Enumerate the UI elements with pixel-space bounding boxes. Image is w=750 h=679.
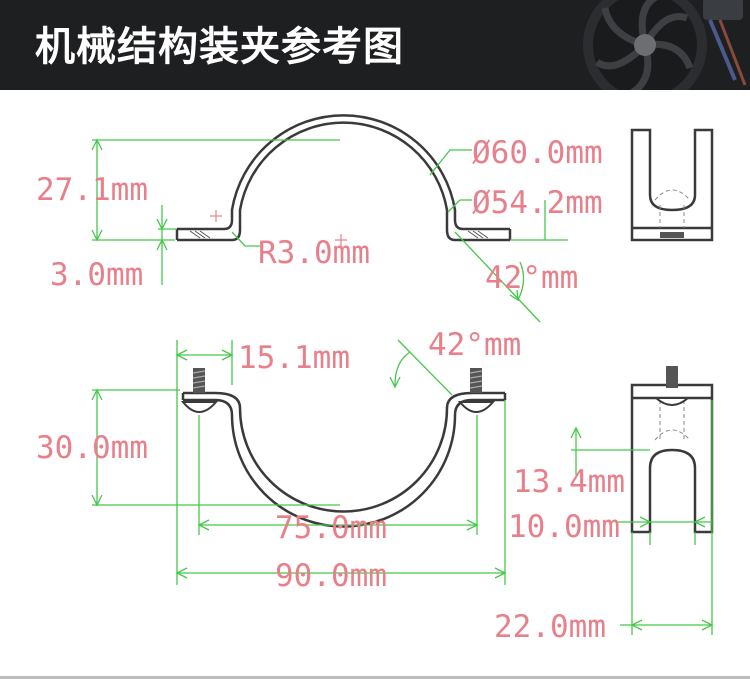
clamp-front-view bbox=[181, 391, 507, 528]
fan-motor-image bbox=[583, 0, 747, 90]
dim-thickness: 3.0mm bbox=[50, 257, 143, 293]
clamp-drawing: Ø60.0mm Ø54.2mm 27.1mm 3.0mm R3.0mm 42°m… bbox=[36, 114, 714, 645]
page-title: 机械结构装夹参考图 bbox=[35, 24, 404, 70]
dim-outer-diameter: Ø60.0mm bbox=[472, 135, 603, 171]
center-marks bbox=[210, 210, 347, 246]
flange-screws-top bbox=[189, 230, 489, 239]
clamp-top-view bbox=[175, 114, 512, 242]
dim-bend-radius: R3.0mm bbox=[258, 235, 370, 271]
dim-total-width: 90.0mm bbox=[275, 558, 387, 594]
dim-angle-top: 42°mm bbox=[485, 260, 578, 296]
side-view-bottom-hidden bbox=[654, 400, 691, 441]
dim-height-top: 27.1mm bbox=[36, 172, 148, 208]
dim-slot-width: 10.0mm bbox=[508, 509, 620, 545]
screw-left bbox=[180, 368, 219, 413]
side-screw-bottom bbox=[653, 366, 691, 406]
footer-divider bbox=[0, 676, 750, 679]
dim-inner-diameter: Ø54.2mm bbox=[472, 185, 603, 221]
side-view-bottom bbox=[630, 383, 714, 534]
side-view-top-hidden bbox=[654, 189, 691, 228]
dimension-lines bbox=[91, 138, 714, 635]
dim-slot-depth: 13.4mm bbox=[513, 464, 625, 500]
dim-side-width: 22.0mm bbox=[494, 609, 606, 645]
side-view-top bbox=[630, 128, 714, 242]
side-screw-top bbox=[660, 232, 684, 238]
dim-flange-offset: 15.1mm bbox=[238, 340, 350, 376]
dim-height-bottom: 30.0mm bbox=[36, 430, 148, 466]
header-banner: 机械结构装夹参考图 bbox=[0, 0, 750, 90]
dim-angle-bottom: 42°mm bbox=[428, 327, 521, 363]
screw-right bbox=[457, 368, 496, 413]
dim-hole-spacing: 75.0mm bbox=[275, 510, 387, 546]
